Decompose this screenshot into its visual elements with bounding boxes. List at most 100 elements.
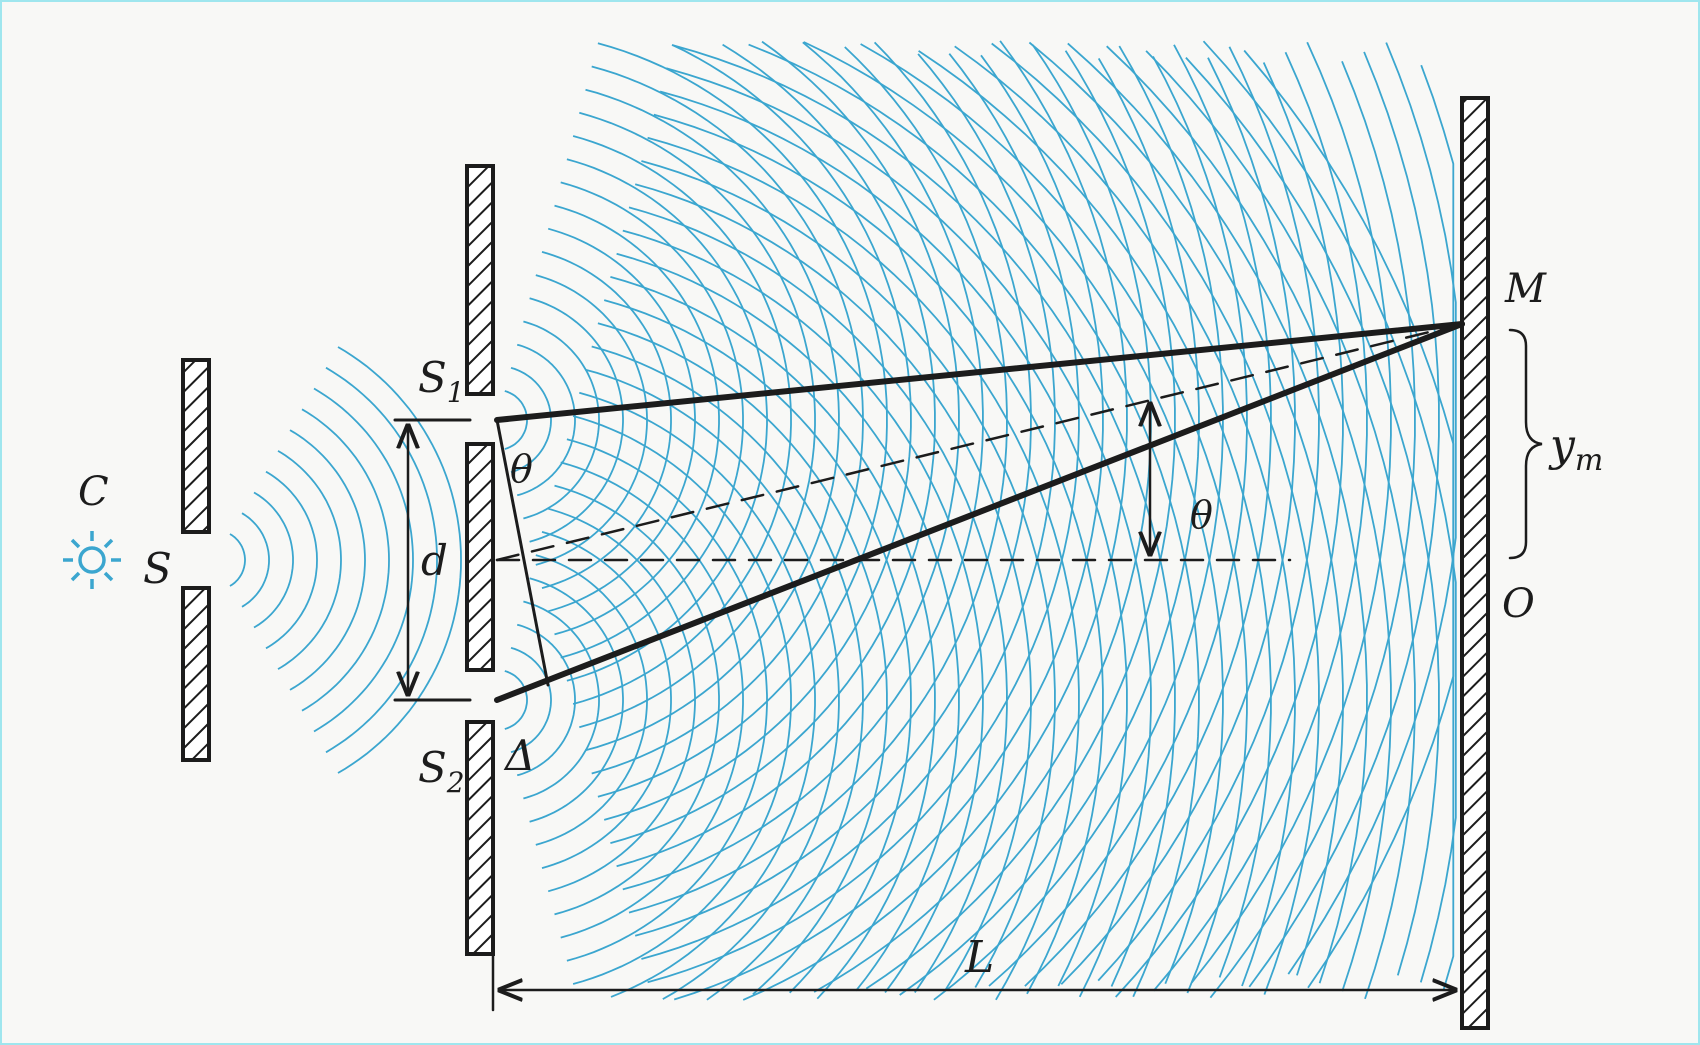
- wavefront-arc: [554, 484, 720, 916]
- wavefront-arc: [585, 88, 840, 752]
- wavefront-arc: [672, 44, 1176, 987]
- wavefront-arc: [541, 251, 672, 589]
- wavefront-arc: [510, 366, 552, 474]
- wavefront-arc: [641, 160, 1056, 988]
- wavefront-arc: [666, 67, 1152, 998]
- wavefront-arc: [579, 391, 816, 998]
- wavefront-arc: [616, 252, 960, 992]
- wavefront-arc: [622, 229, 984, 994]
- ray-s1-to-m: [494, 321, 1465, 423]
- wavefront-arc: [572, 135, 792, 705]
- wavefront-arc: [229, 533, 246, 587]
- wavefront-arc: [865, 50, 1176, 990]
- wavefront-arc: [597, 322, 888, 995]
- wavefront-arc: [659, 90, 1128, 987]
- wavefront-arc: [566, 438, 768, 962]
- wavefront-arc: [325, 366, 438, 754]
- wavefront-arc: [1024, 44, 1272, 987]
- wavefront-arc: [1106, 45, 1392, 992]
- wavefront-arc: [516, 343, 576, 497]
- wavefront-arc: [265, 470, 318, 650]
- wavefront-arc: [634, 41, 1032, 937]
- wavefront-arc: [510, 646, 552, 754]
- wavefront-arc: [647, 53, 1080, 984]
- wavefront-arc: [673, 54, 1104, 1001]
- wavefront-arc: [560, 181, 744, 659]
- wavefront-arc: [535, 554, 648, 846]
- label-theta-axis: θ: [1190, 493, 1213, 537]
- sun-icon: [63, 531, 121, 589]
- wavefront-arc: [1248, 51, 1440, 988]
- wavefront-arc: [579, 111, 816, 729]
- wavefront-arc: [289, 429, 366, 691]
- wavefront-arc: [616, 40, 960, 868]
- label-theta-slits: θ: [510, 447, 533, 491]
- slit-screen-bottom: [465, 720, 495, 956]
- wavefront-arc: [603, 299, 912, 994]
- label-c: C: [78, 469, 109, 515]
- label-ym: ym: [1548, 420, 1603, 478]
- wavefronts-from-s2: [504, 40, 1457, 1001]
- wavefront-arc: [918, 50, 1272, 978]
- wavefront-arc: [560, 461, 744, 939]
- wavefront-arc: [572, 415, 792, 985]
- wavefront-arc: [991, 42, 1320, 995]
- wavefront-arc: [253, 491, 294, 629]
- wavefront-arc: [1307, 64, 1455, 989]
- wavefront-arc: [1060, 57, 1296, 985]
- wavefront-arc: [585, 368, 840, 1000]
- slit-screen-middle: [465, 442, 495, 672]
- label-l: L: [964, 932, 994, 983]
- wavefront-arc: [628, 46, 1008, 914]
- wavefront-arc: [591, 65, 864, 775]
- wavefront-arc: [742, 40, 1128, 1001]
- wavefront-arc: [610, 276, 936, 1000]
- wavefront-arc: [529, 297, 624, 543]
- wavefront-arc: [1202, 40, 1457, 983]
- label-delta: Δ: [503, 731, 535, 780]
- source-screen-lower: [181, 586, 211, 762]
- wavefront-arc: [813, 44, 1152, 993]
- wavefront-arc: [1115, 62, 1344, 998]
- wavefront-arc: [647, 136, 1080, 1001]
- wavefront-arc: [1185, 56, 1440, 976]
- wavefront-arc: [541, 531, 672, 869]
- wavefront-arc: [1067, 42, 1368, 984]
- label-s2: S2: [418, 743, 465, 799]
- label-s: S: [143, 544, 172, 593]
- wavefront-arc: [337, 346, 462, 774]
- wavefront-arc: [954, 45, 1296, 987]
- wavefront-arc: [313, 387, 414, 733]
- ray-s2-to-m: [494, 321, 1465, 703]
- observation-screen: [1460, 96, 1490, 1030]
- source-screen-upper: [181, 358, 211, 534]
- ray-lines: [393, 321, 1543, 1012]
- wavefront-arc: [1191, 41, 1392, 984]
- wavefront-arc: [516, 623, 576, 777]
- ym-brace: [1508, 328, 1543, 560]
- wavefront-arc: [1287, 42, 1457, 975]
- wavefront-arc: [241, 512, 270, 608]
- wavefront-arc: [523, 320, 600, 520]
- wavefront-arc: [523, 600, 600, 800]
- wavefront-arc: [803, 41, 1224, 985]
- label-m: M: [1504, 266, 1547, 312]
- wavefront-arc: [628, 206, 1008, 994]
- path-difference-line: [495, 418, 550, 687]
- wavefront-arc: [653, 113, 1104, 995]
- wavefront-arc: [1097, 46, 1320, 982]
- wavefront-arc: [1145, 50, 1416, 1000]
- wavefront-arc: [622, 41, 984, 891]
- wavefront-arc: [547, 507, 696, 893]
- wavefront-arc: [591, 345, 864, 1001]
- central-ray-to-m: [495, 322, 1464, 562]
- label-o: O: [1502, 581, 1535, 627]
- label-d: d: [421, 536, 448, 585]
- slit-screen-top: [465, 164, 495, 396]
- wavefront-arc: [641, 53, 1056, 960]
- wavefront-arc: [860, 43, 1248, 994]
- wavefront-arc: [1028, 41, 1344, 976]
